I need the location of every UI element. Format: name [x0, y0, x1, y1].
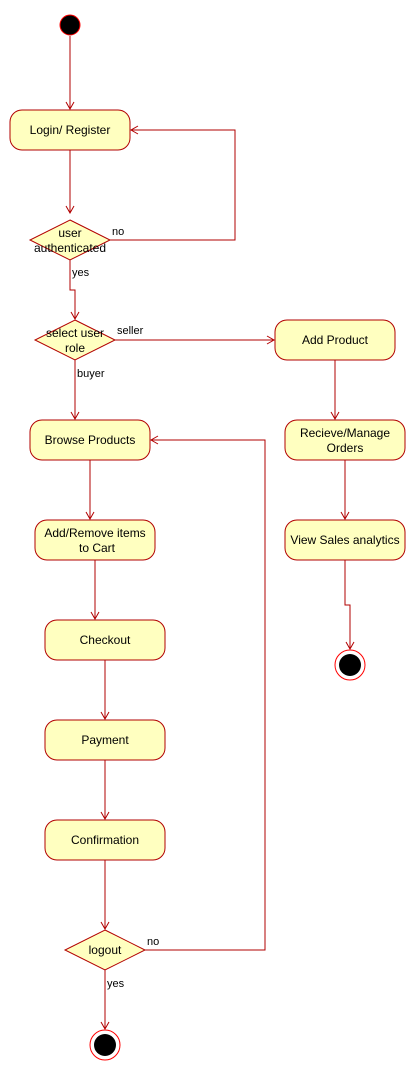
- label-role-seller: seller: [117, 325, 144, 337]
- decision-logout-label: logout: [89, 943, 122, 957]
- action-checkout-label: Checkout: [80, 633, 131, 647]
- action-confirmation-label: Confirmation: [71, 833, 139, 847]
- decision-select-user-role: select user role: [33, 319, 117, 361]
- decision-auth-line2: authenticated: [34, 241, 106, 255]
- action-browse-products-label: Browse Products: [45, 433, 136, 447]
- edge-logout-no-to-browse: [145, 435, 266, 951]
- action-add-product: Add Product: [274, 319, 396, 361]
- action-add-remove-items: Add/Remove items to Cart: [34, 519, 156, 561]
- label-auth-no: no: [112, 226, 124, 238]
- action-manage-orders: Recieve/Manage Orders: [284, 419, 406, 461]
- action-confirmation: Confirmation: [44, 819, 166, 861]
- end-node-buyer: [89, 1029, 121, 1061]
- edges: [65, 36, 355, 1031]
- decision-logout: logout: [63, 929, 147, 971]
- action-view-sales-analytics: View Sales analytics: [284, 519, 406, 561]
- label-auth-yes: yes: [72, 267, 90, 279]
- edge-auth-yes-to-role: [69, 258, 80, 321]
- action-add-remove-line1: Add/Remove items: [44, 526, 145, 540]
- label-logout-no: no: [147, 936, 159, 948]
- decision-role-line2: role: [65, 341, 85, 355]
- action-view-sales-label: View Sales analytics: [290, 533, 399, 547]
- action-manage-orders-line2: Orders: [327, 441, 364, 455]
- edge-auth-no-to-login: [110, 125, 236, 241]
- label-logout-yes: yes: [107, 978, 125, 990]
- action-login: Login/ Register: [9, 109, 131, 151]
- action-login-label: Login/ Register: [30, 123, 111, 137]
- action-browse-products: Browse Products: [29, 419, 151, 461]
- end-node-seller: [334, 649, 366, 681]
- action-add-remove-line2: to Cart: [79, 541, 116, 555]
- action-payment: Payment: [44, 719, 166, 761]
- edge-labels: no yes seller buyer no yes: [72, 226, 159, 990]
- edge-sales-to-end: [344, 560, 355, 651]
- action-manage-orders-line1: Recieve/Manage: [300, 426, 390, 440]
- decision-user-authenticated: user authenticated: [28, 219, 112, 261]
- label-role-buyer: buyer: [77, 368, 105, 380]
- action-add-product-label: Add Product: [302, 333, 369, 347]
- decision-role-line1: select user: [46, 326, 104, 340]
- start-node: [59, 14, 81, 36]
- action-checkout: Checkout: [44, 619, 166, 661]
- action-payment-label: Payment: [81, 733, 129, 747]
- decision-auth-line1: user: [58, 226, 81, 240]
